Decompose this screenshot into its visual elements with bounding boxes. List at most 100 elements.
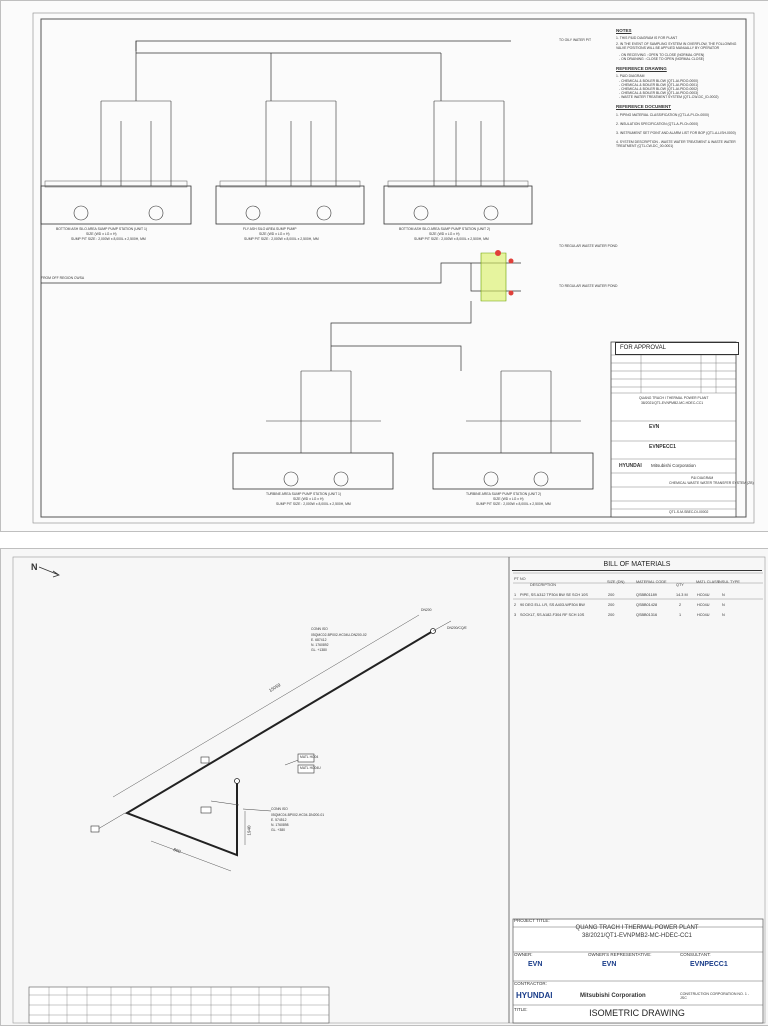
for-approval-stamp: FOR APPROVAL — [615, 342, 739, 355]
sump-sub: SIZE (WD x LG x H) — [293, 497, 324, 501]
bom-pt: 1 — [514, 593, 517, 597]
contractor-logo: HYUNDAI — [516, 991, 553, 1000]
project-name: QUANG TRACH I THERMAL POWER PLANT — [575, 925, 699, 931]
sump-title: TURBINE AREA SUMP PUMP STATION (UNIT 2) — [466, 492, 542, 496]
pid-diagram — [32, 12, 755, 524]
tb-project: QUANG TRACH I THERMAL POWER PLANT — [639, 396, 709, 400]
ref-drawing-item: - CHEMICAL & BOILER BLOW (QT1-AI-PIDO-00… — [619, 87, 699, 91]
consultant-label: CONSULTANT: — [680, 952, 711, 957]
bom-size: 200 — [608, 603, 615, 607]
conn-note: GL. +380 — [271, 828, 286, 832]
project-title: QUANG TRACH I THERMAL POWER PLANT 38/202… — [512, 925, 762, 941]
bom-insul: N — [722, 613, 725, 617]
bom-header: DESCRIPTION — [530, 583, 556, 587]
flow-label: TO REGULAR WASTE WATER POND — [559, 244, 618, 248]
sump-dims: SUMP PIT SIZE : 2,000W x 8,000L x 2,500H… — [71, 237, 146, 241]
ref-drawing-item: - CHEMICAL & BOILER BLOW (QT1-AI-PIDO-00… — [619, 83, 699, 87]
bom-header: INSUL TYPE — [718, 580, 740, 584]
bom-header: MATL CLASS — [696, 580, 720, 584]
sump-title: TURBINE AREA SUMP PUMP STATION (UNIT 1) — [266, 492, 342, 496]
bom-size: 200 — [608, 593, 615, 597]
bom-header: QTY — [676, 583, 684, 587]
conn-note: E. 574512 — [271, 818, 287, 822]
sump-sub: SIZE (WD x LG x H) — [429, 232, 460, 236]
pid-sheet: NOTES 1. THIS P&ID DIAGRAM IS FOR PLANT … — [0, 0, 768, 532]
iso-dimension: 1940 — [246, 825, 252, 836]
sump-sub: SIZE (WD x LG x H) — [493, 497, 524, 501]
iso-label: DN200/CQ/E — [447, 626, 467, 630]
bom-header: PT NO — [514, 577, 526, 581]
contractor-logo: Mitsubishi Corporation — [580, 993, 646, 999]
bom-desc: PIPE, SS A312 TP304 BW SE SCH 10S — [520, 593, 588, 597]
ref-document-item: 1. PIPING MATERIAL CLASSIFICATION (QT1-A… — [616, 113, 710, 117]
notes-heading: NOTES — [616, 28, 632, 33]
conn-note: N. 1760898 — [271, 823, 289, 827]
bom-insul: N — [722, 603, 725, 607]
iso-label: CONN ISO — [311, 627, 328, 631]
bom-pt: 3 — [514, 613, 517, 617]
notes-item: 2. IN THE EVENT OF SAMPLING SYSTEM IN OV… — [616, 42, 737, 50]
iso-label: DN200 — [421, 608, 432, 612]
sump-title: BOTTOM ASH SILO AREA SUMP PUMP STATION (… — [56, 227, 147, 231]
owner-rep-logo: EVN — [602, 961, 617, 968]
flow-label: FROM OFF REGION CWSA — [41, 276, 85, 280]
flow-label: TO REGULAR WASTE WATER POND — [559, 284, 618, 288]
isometric-sheet: N CONN ISO DN200 DN200/CQ/E MATL HC04 MA… — [0, 548, 768, 1026]
ref-document-item: 4. SYSTEM DESCRIPTION - WASTE WATER TREA… — [616, 140, 736, 148]
bom-code: QSBB01316 — [636, 613, 658, 617]
project-number: 38/2021/QT1-EVNPMB2-MC-HDEC-CC1 — [581, 932, 693, 939]
flow-label: TO OILY WATER PIT — [559, 38, 592, 42]
bom-desc: 90 DEG ELL LR, SS A403-WP304 BW — [520, 603, 585, 607]
bom-pt: 2 — [514, 603, 517, 607]
conn-note: E. 687412 — [311, 638, 327, 642]
sump-sub: SIZE (WD x LG x H) — [86, 232, 117, 236]
project-title-label: PROJECT TITLE: — [514, 918, 550, 923]
notes-item: 1. THIS P&ID DIAGRAM IS FOR PLANT — [616, 36, 678, 40]
bom-size: 200 — [608, 613, 615, 617]
isometric-diagram — [12, 556, 766, 1024]
ref-document-item: 2. INSULATION SPECIFICATION (QT1-A-PI-Ch… — [616, 122, 699, 126]
tb-contractor-logo: HYUNDAI — [619, 463, 642, 469]
drawing-title-label: TITLE: — [514, 1007, 528, 1012]
bom-code: QSBB01428 — [636, 603, 658, 607]
ref-drawing-item: - CHEMICAL & BOILER BLOW (QT1-AI-PIDO-00… — [619, 79, 699, 83]
bom-qty: 2 — [679, 603, 682, 607]
bom-class: HC04U — [697, 593, 710, 597]
owner-logo: EVN — [528, 961, 543, 968]
contractor-label: CONTRACTOR: — [514, 981, 547, 986]
bom-desc: SOCKLT, SS A182-F304 RF SCH 10S — [520, 613, 585, 617]
tb-contractor-logo: Mitsubishi Corporation — [651, 463, 696, 468]
tb-drawing-title: CHEMICAL WASTE WATER TRANSFER SYSTEM (ZB… — [669, 481, 754, 485]
bom-header: MATERIAL CODE — [636, 580, 667, 584]
ref-document-heading: REFERENCE DOCUMENT — [616, 104, 672, 109]
conn-note: 05QMC04-BP002-HC04-DN200-01 — [271, 813, 325, 817]
iso-label: MATL HC04U — [300, 766, 321, 770]
tb-drawing-no: QT1-S-M-SBEC-DI-00002 — [669, 510, 709, 514]
owner-rep-label: OWNER'S REPRESENTATIVE: — [588, 952, 652, 957]
conn-note: GL. +1380 — [311, 648, 327, 652]
bom-code: QSBB01189 — [636, 593, 657, 597]
bom-qty: 14.3 M — [676, 593, 688, 597]
ref-drawing-item: 1. P&ID DIAGRAM — [616, 74, 645, 78]
bom-insul: N — [722, 593, 725, 597]
consultant-logo: EVNPECC1 — [690, 961, 728, 968]
notes-item: - ON DRAINING : CLOSE TO OPEN (NORMAL CL… — [619, 57, 705, 61]
bom-class: HC04U — [697, 613, 710, 617]
sump-dims: SUMP PIT SIZE : 2,000W x 8,000L x 2,500H… — [476, 502, 551, 506]
contractor-logo: CONSTRUCTION CORPORATION NO. 1 - JSC — [680, 992, 750, 1000]
ref-drawing-item: - WASTE WATER TREATMENT SYSTEM (QT1-CW-D… — [619, 95, 719, 99]
conn-note: N. 1760892 — [311, 643, 329, 647]
notes-item: - ON RECEIVING : OPEN TO CLOSE (NORMAL O… — [619, 53, 705, 57]
bom-header: SIZE (DN) — [607, 580, 625, 584]
bom-title: BILL OF MATERIALS — [512, 559, 762, 571]
bom-qty: 1 — [679, 613, 682, 617]
ref-drawing-heading: REFERENCE DRAWING — [616, 66, 667, 71]
tb-owner-logo: EVN — [649, 424, 660, 430]
sump-dims: SUMP PIT SIZE : 2,000W x 8,000L x 2,500H… — [244, 237, 319, 241]
iso-label: CONN ISO — [271, 807, 288, 811]
tb-drawing-type: P&I DIAGRAM — [691, 476, 714, 480]
sump-sub: SIZE (WD x LG x H) — [259, 232, 290, 236]
sump-title: BOTTOM ASH SILO AREA SUMP PUMP STATION (… — [399, 227, 490, 231]
tb-project-no: 38/2021/QT1-EVNPMB2-MC-HDEC-CC1 — [641, 401, 704, 405]
sump-dims: SUMP PIT SIZE : 2,000W x 8,000L x 2,500H… — [414, 237, 489, 241]
